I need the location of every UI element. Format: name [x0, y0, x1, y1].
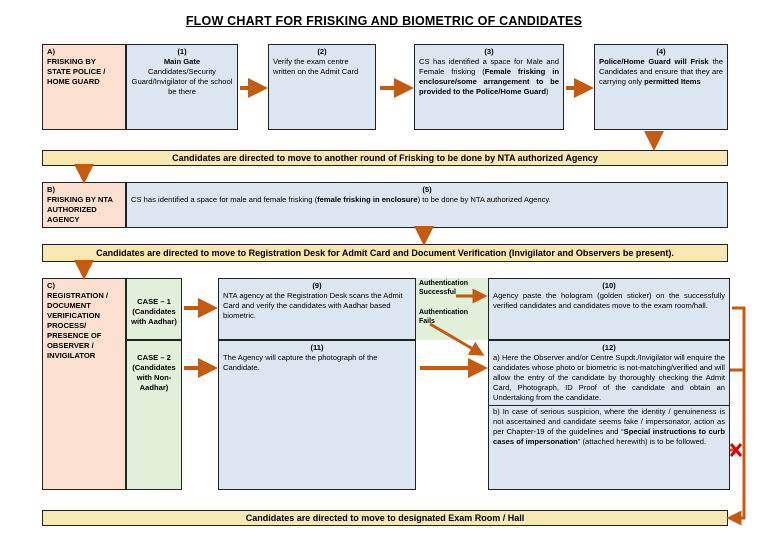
step-5-text-post: ) to be done by NTA authorized Agency.: [417, 195, 551, 204]
step-12-part-b-pre: b) In case of serious suspicion, where t…: [493, 407, 725, 436]
step-12-part-b-bold: Special instructions to curb cases of im…: [493, 427, 725, 446]
auth-success-label: Authentication Successful: [419, 280, 468, 296]
step-5-text-bold: female frisking in enclosure: [317, 195, 418, 204]
step-9-text: NTA agency at the Registration Desk scan…: [223, 291, 403, 320]
step-12-part-b: b) In case of serious suspicion, where t…: [489, 405, 729, 447]
transition-bar-3: Candidates are directed to move to desig…: [42, 510, 728, 526]
step-9-box: (9) NTA agency at the Registration Desk …: [218, 278, 416, 340]
step-3-box: (3) CS has identified a space for Male a…: [414, 44, 564, 130]
step-10-number: (10): [602, 281, 616, 290]
step-4-text-mid: the Candidates and ensure that they are …: [599, 57, 724, 86]
step-10-box: (10) Agency paste the hologram (golden s…: [488, 278, 730, 340]
step-1-box: (1) Main Gate Candidates/Security Guard/…: [126, 44, 238, 130]
step-11-number: (11): [310, 343, 324, 352]
step-2-text: Verify the exam centre written on the Ad…: [273, 57, 359, 76]
step-1-number: (1): [177, 47, 187, 56]
step-3-text-pre: CS has identified a space for Male and F…: [419, 57, 559, 76]
step-12-part-b-post: ” (attached herewith) is to be followed.: [577, 437, 707, 446]
step-11-text: The Agency will capture the photograph o…: [223, 353, 378, 372]
step-1-heading: Main Gate: [163, 57, 201, 66]
step-4-box: (4) Police/Home Guard will Frisk the Can…: [594, 44, 728, 130]
section-c-label: C) REGISTRATION / DOCUMENT VERIFICATION …: [42, 278, 126, 490]
step-3-text-post: ): [546, 87, 549, 96]
step-3-text-bold: Female frisking in enclosure/some arrang…: [419, 67, 559, 96]
connector-step10-to-bar3: [732, 306, 746, 520]
case-2-label: CASE – 2 (Candidates with Non-Aadhar): [126, 340, 182, 490]
arrow-auth-fails: [429, 322, 485, 356]
step-1-text: Candidates/Security Guard/Invigilator of…: [131, 67, 233, 96]
step-5-box: (5) CS has identified a space for male a…: [126, 182, 728, 228]
step-12-part-a: a) Here the Observer and/or Centre Supdt…: [493, 353, 725, 402]
step-9-number: (9): [312, 281, 322, 290]
step-12-number: (12): [602, 343, 616, 352]
transition-bar-2: Candidates are directed to move to Regis…: [42, 244, 728, 262]
section-b-label: B) FRISKING BY NTA AUTHORIZED AGENCY: [42, 182, 126, 228]
step-5-text-pre: CS has identified a space for male and f…: [131, 195, 318, 204]
cross-icon: [729, 443, 743, 457]
step-4-text-bold-2: permitted Items: [644, 77, 701, 86]
step-4-number: (4): [656, 47, 666, 56]
case-1-label: CASE – 1 (Candidates with Aadhar): [126, 278, 182, 340]
authentication-panel: Authentication Successful Authentication…: [416, 278, 488, 340]
auth-fails-label: Authentication Fails: [419, 309, 468, 325]
step-2-box: (2) Verify the exam centre written on th…: [268, 44, 376, 130]
step-4-text-bold-1: Police/Home Guard will Frisk: [599, 57, 709, 66]
step-2-number: (2): [317, 47, 327, 56]
transition-bar-1: Candidates are directed to move to anoth…: [42, 150, 728, 166]
page-title: FLOW CHART FOR FRISKING AND BIOMETRIC OF…: [185, 14, 583, 28]
step-10-text: Agency paste the hologram (golden sticke…: [493, 291, 725, 310]
step-12-box: (12) a) Here the Observer and/or Centre …: [488, 340, 730, 490]
step-11-box: (11) The Agency will capture the photogr…: [218, 340, 416, 490]
step-5-number: (5): [422, 185, 432, 194]
section-a-label: A) FRISKING BY STATE POLICE / HOME GUARD: [42, 44, 126, 130]
step-3-number: (3): [484, 47, 494, 56]
